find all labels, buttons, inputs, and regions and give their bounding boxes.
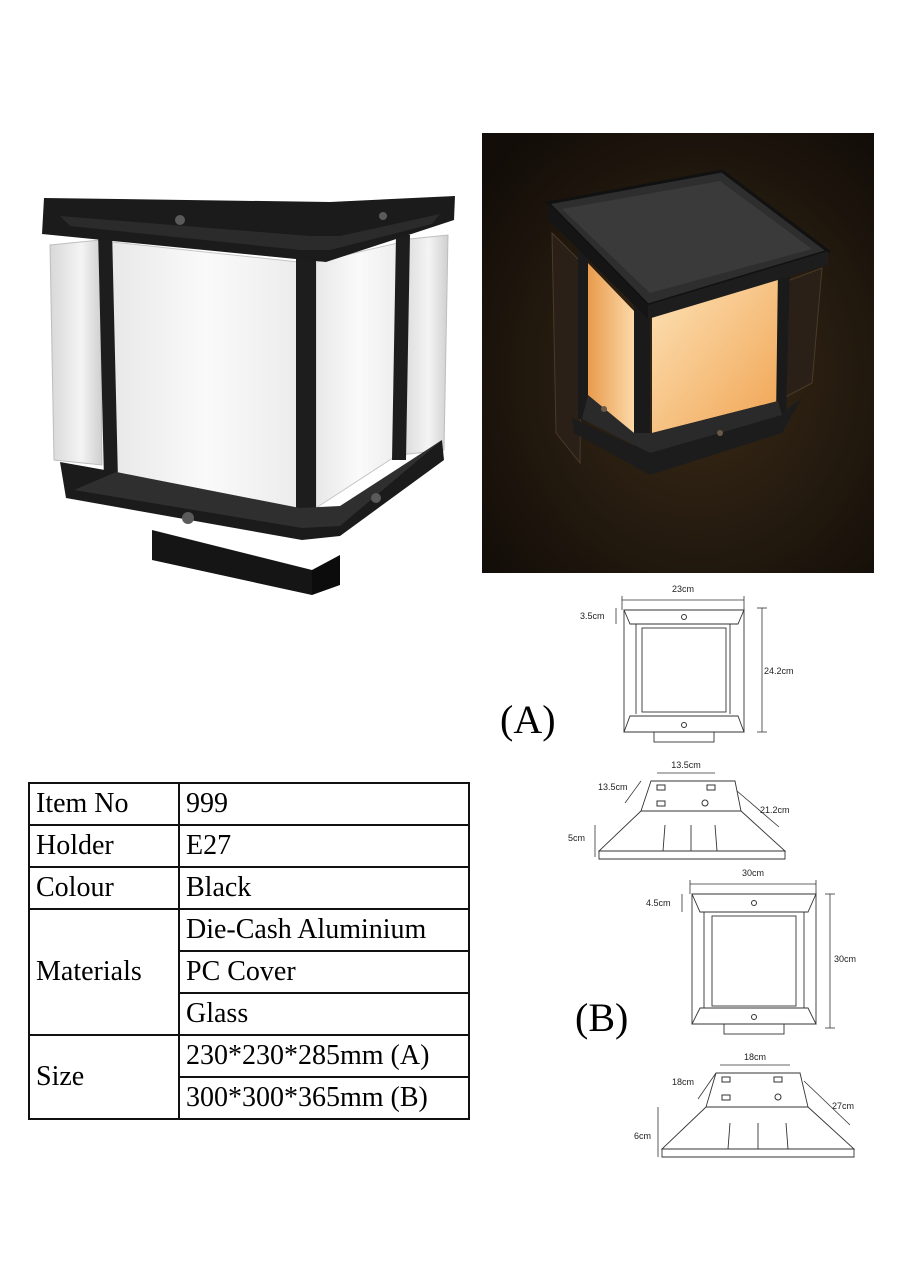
materials-value-2: PC Cover bbox=[178, 950, 470, 994]
b-base-side-label: 18cm bbox=[672, 1077, 694, 1087]
table-row: Holder E27 bbox=[28, 824, 470, 868]
table-row: Glass bbox=[29, 992, 470, 1036]
b-height-label: 30cm bbox=[834, 954, 856, 964]
table-row: PC Cover bbox=[29, 950, 470, 994]
colour-label: Colour bbox=[28, 866, 180, 910]
table-row: Size 230*230*285mm (A) bbox=[28, 1034, 470, 1120]
a-base-top-width-label: 13.5cm bbox=[671, 760, 701, 770]
item-no-value: 999 bbox=[178, 782, 470, 826]
b-base-height-label: 6cm bbox=[634, 1131, 651, 1141]
table-row: Item No 999 bbox=[28, 782, 470, 826]
variant-a-base-drawing: 13.5cm 13.5cm 21.2cm 5cm bbox=[565, 755, 805, 865]
size-label: Size bbox=[28, 1034, 180, 1120]
table-row: Colour Black bbox=[28, 866, 470, 910]
colour-value: Black bbox=[178, 866, 470, 910]
table-row: Materials Die-Cash Aluminium bbox=[28, 908, 470, 1036]
product-photo-lit bbox=[482, 133, 874, 573]
a-base-side-label: 13.5cm bbox=[598, 782, 628, 792]
variant-b-front-drawing: 30cm 4.5cm 30cm bbox=[642, 862, 877, 1042]
variant-a-front-drawing: 23cm 3.5cm 24.2cm bbox=[578, 580, 808, 750]
size-value-a: 230*230*285mm (A) bbox=[178, 1034, 470, 1078]
variant-b-base-drawing: 18cm 18cm 27cm 6cm bbox=[632, 1045, 872, 1165]
table-row: 300*300*365mm (B) bbox=[29, 1076, 470, 1120]
holder-label: Holder bbox=[28, 824, 180, 868]
b-top-band-label: 4.5cm bbox=[646, 898, 671, 908]
size-value-b: 300*300*365mm (B) bbox=[178, 1076, 470, 1120]
a-width-label: 23cm bbox=[672, 584, 694, 594]
product-photo-unlit bbox=[40, 190, 460, 600]
item-no-label: Item No bbox=[28, 782, 180, 826]
a-base-slant-label: 21.2cm bbox=[760, 805, 790, 815]
materials-value-1: Die-Cash Aluminium bbox=[178, 908, 470, 952]
variant-a-label: (A) bbox=[500, 697, 556, 742]
variant-b-label: (B) bbox=[575, 995, 629, 1040]
a-height-label: 24.2cm bbox=[764, 666, 794, 676]
materials-label: Materials bbox=[28, 908, 180, 1036]
a-base-height-label: 5cm bbox=[568, 833, 585, 843]
materials-value-3: Glass bbox=[178, 992, 470, 1036]
b-width-label: 30cm bbox=[742, 868, 764, 878]
spec-table: Item No 999 Holder E27 Colour Black Mate… bbox=[28, 782, 470, 1120]
b-base-slant-label: 27cm bbox=[832, 1101, 854, 1111]
b-base-top-width-label: 18cm bbox=[744, 1052, 766, 1062]
a-top-band-label: 3.5cm bbox=[580, 611, 605, 621]
holder-value: E27 bbox=[178, 824, 470, 868]
